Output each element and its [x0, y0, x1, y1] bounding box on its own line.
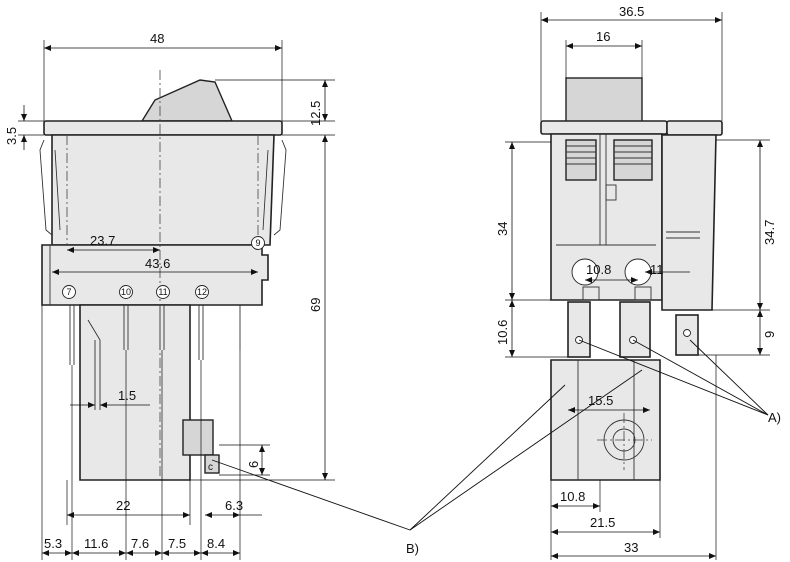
callout-a: A) [768, 410, 781, 425]
dim-side-height-left: 34 [495, 222, 510, 236]
rib-window-right [613, 139, 653, 181]
dim-base-total: 33 [624, 540, 638, 555]
dim-hole-label: 11 [650, 262, 664, 277]
lower-bracket [182, 419, 214, 456]
dim-body-height: 69 [308, 298, 323, 312]
dim-pitch-e: 8.4 [207, 536, 225, 551]
dim-pitch-a: 5.3 [44, 536, 62, 551]
terminal-12: 12 [197, 287, 207, 297]
side-view [540, 77, 723, 481]
front-housing [51, 134, 275, 246]
right-clip [273, 139, 287, 236]
terminal-10: 10 [121, 287, 131, 297]
side-terminal-left [567, 301, 591, 358]
dim-front-width: 48 [150, 31, 164, 46]
dim-base-left: 10.8 [560, 489, 585, 504]
side-rocker [565, 77, 643, 123]
dim-base-mid: 21.5 [590, 515, 615, 530]
callout-b: B) [406, 541, 419, 556]
rocker-actuator [140, 79, 234, 122]
side-rear-housing [661, 134, 717, 311]
side-terminal-mid [619, 301, 651, 358]
left-clip [39, 139, 53, 236]
dim-tab-offset: 6.3 [225, 498, 243, 513]
dim-terminal-offset: 23.7 [90, 233, 115, 248]
dim-lower-right: 9 [762, 331, 777, 338]
dim-side-width: 36.5 [619, 4, 644, 19]
dim-pitch-c: 7.6 [131, 536, 149, 551]
dim-pitch-b: 11.6 [84, 536, 108, 551]
dim-tab-height: 6 [246, 461, 261, 468]
dim-side-height-right: 34.7 [762, 220, 777, 245]
side-bezel [540, 120, 668, 135]
side-lower-body [550, 359, 661, 481]
dim-bezel-thickness: 3.5 [4, 127, 19, 145]
front-bezel [43, 120, 283, 136]
dim-actuator-height: 12.5 [308, 101, 323, 126]
dim-rocker-width: 16 [596, 29, 610, 44]
dim-hole-spacing: 10.8 [586, 262, 611, 277]
terminal-11: 11 [158, 287, 167, 297]
rib-window-left [565, 139, 597, 181]
front-view: 7 10 11 12 9 c [39, 70, 287, 481]
dim-terminal-span: 43.6 [145, 256, 170, 271]
dim-bottom-span: 22 [116, 498, 130, 513]
front-dimensions: 48 12.5 3.5 69 23.7 43.6 1.5 22 [4, 31, 335, 560]
callout-c: c [208, 462, 213, 473]
terminal-7: 7 [66, 287, 71, 297]
terminal-block [41, 244, 269, 306]
side-dimensions: 36.5 16 34 34.7 10.8 11 10.6 9 15.5 [495, 4, 777, 560]
dim-pitch-d: 7.5 [168, 536, 186, 551]
terminal-9: 9 [255, 238, 260, 248]
dim-inner-span: 15.5 [588, 393, 613, 408]
dim-pin-width: 1.5 [118, 388, 136, 403]
dim-lower-left: 10.6 [495, 320, 510, 345]
callouts: A) B) [211, 339, 781, 556]
